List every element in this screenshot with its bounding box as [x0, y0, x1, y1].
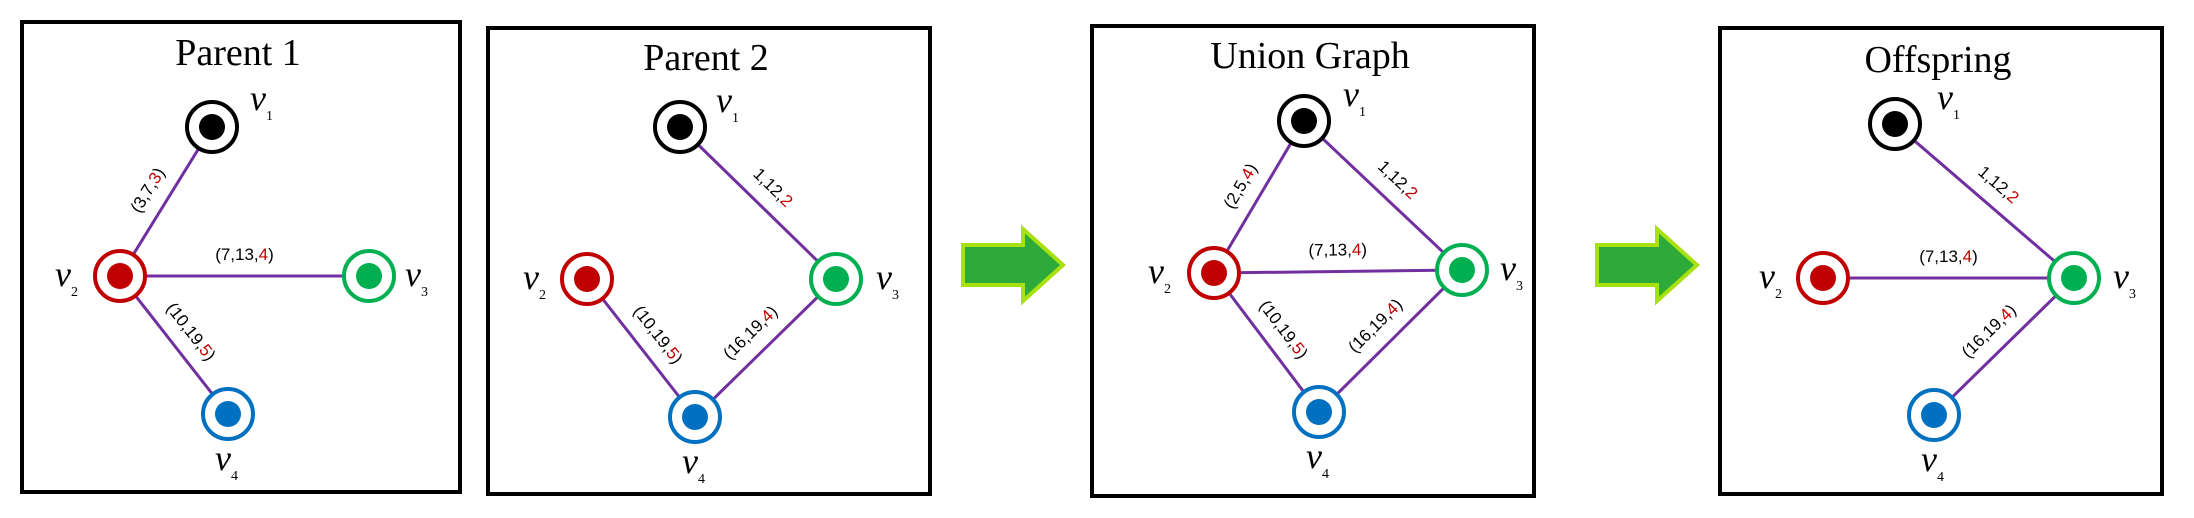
edge-label-weight: 4	[259, 245, 268, 264]
node-label-v2: v	[1148, 251, 1164, 291]
node-label-sub-v4: 4	[1937, 470, 1944, 485]
node-label-sub-v2: 2	[1775, 287, 1782, 302]
node-v4	[201, 387, 255, 441]
edge-label-weight: 4	[1352, 240, 1362, 259]
node-label-v4: v	[1306, 436, 1322, 476]
node-label-v1: v	[1937, 77, 1953, 117]
node-label-sub-v2: 2	[539, 288, 546, 303]
node-v1	[1868, 97, 1922, 151]
edge-v1-v2	[118, 126, 214, 277]
edge-label-prefix: (7,13,	[215, 245, 258, 264]
edge-label-suffix: )	[1361, 240, 1367, 259]
node-label-sub-v4: 4	[1322, 467, 1329, 482]
node-v2	[1796, 251, 1850, 305]
node-v3	[809, 252, 863, 306]
edge-v1-v3	[1302, 119, 1464, 272]
node-v3	[342, 249, 396, 303]
node-v4	[668, 390, 722, 444]
edge-v1-v3	[678, 125, 838, 281]
node-v3	[2047, 251, 2101, 305]
node-label-sub-v3: 3	[2129, 287, 2136, 302]
node-v1	[185, 100, 239, 154]
edge-v4-v3	[1932, 276, 2076, 417]
node-v4	[1907, 388, 1961, 442]
edge-label-suffix: )	[1972, 247, 1978, 266]
edge-v2-v3	[1213, 268, 1463, 275]
edge-v1-v3	[1894, 122, 2075, 280]
arrow-icon	[1595, 224, 1700, 306]
edge-v4-v3	[693, 277, 838, 419]
node-label-sub-v1: 1	[1953, 108, 1960, 123]
edge-v2-v4	[585, 278, 697, 418]
node-label-sub-v3: 3	[421, 285, 428, 300]
node-label-sub-v1: 1	[1359, 105, 1366, 120]
node-label-sub-v2: 2	[1164, 282, 1171, 297]
node-label-v3: v	[1500, 248, 1516, 288]
node-label-v2: v	[1759, 256, 1775, 296]
node-label-v2: v	[55, 254, 71, 294]
node-label-v1: v	[716, 80, 732, 120]
node-label-v4: v	[215, 438, 231, 478]
node-v2	[1187, 246, 1241, 300]
node-label-sub-v3: 3	[892, 288, 899, 303]
panel-title: Parent 1	[175, 32, 301, 74]
edge-label-prefix: (7,13,	[1919, 247, 1962, 266]
node-label-v1: v	[1343, 74, 1359, 114]
node-v2	[93, 249, 147, 303]
edge-label-suffix: )	[268, 245, 274, 264]
node-label-sub-v1: 1	[266, 109, 273, 124]
node-v1	[653, 100, 707, 154]
edge-label-prefix: (7,13,	[1308, 240, 1352, 260]
panel-2: Union Graph(2,5,4)1,12,2(7,13,4)(10,19,5…	[1090, 24, 1536, 498]
node-label-v4: v	[682, 441, 698, 481]
node-label-v4: v	[1921, 439, 1937, 479]
node-label-v3: v	[876, 257, 892, 297]
node-label-v3: v	[2113, 256, 2129, 296]
node-label-v3: v	[405, 254, 421, 294]
node-label-sub-v4: 4	[698, 472, 705, 487]
edge-label: (7,13,4)	[1308, 240, 1367, 260]
panel-title: Union Graph	[1210, 35, 1409, 77]
edge-v2-v4	[1212, 272, 1321, 413]
node-label-sub-v4: 4	[231, 469, 238, 484]
panel-title: Offspring	[1864, 39, 2011, 81]
node-label-sub-v2: 2	[71, 285, 78, 300]
node-v4	[1292, 385, 1346, 439]
node-label-sub-v1: 1	[732, 111, 739, 126]
edge-v1-v2	[1212, 120, 1306, 274]
edge-label: (7,13,4)	[1919, 247, 1978, 266]
edge-label-weight: 4	[1963, 247, 1972, 266]
edge-v4-v3	[1317, 268, 1464, 414]
node-label-v1: v	[250, 78, 266, 118]
edge-label: (7,13,4)	[215, 245, 274, 264]
arrow-icon	[961, 224, 1066, 306]
node-v1	[1277, 94, 1331, 148]
node-v2	[560, 252, 614, 306]
node-v3	[1435, 243, 1489, 297]
node-label-v2: v	[523, 257, 539, 297]
panel-title: Parent 2	[643, 37, 769, 79]
node-label-sub-v3: 3	[1516, 279, 1523, 294]
edge-v2-v4	[118, 275, 230, 415]
